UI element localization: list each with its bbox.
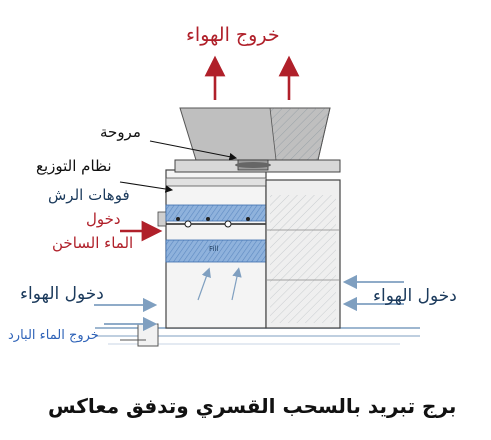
fan-label: مروحة bbox=[100, 123, 141, 141]
internal-air-arrows bbox=[197, 267, 242, 301]
cold-water-out-label: خروج الماء البارد bbox=[8, 328, 99, 343]
tower-body bbox=[157, 169, 267, 329]
tower-side-wall bbox=[265, 179, 341, 329]
distribution-system-label: نظام التوزيع bbox=[36, 157, 112, 175]
air-in-arrows-left bbox=[94, 297, 158, 332]
air-out-arrows bbox=[204, 55, 300, 100]
air-in-arrows-right bbox=[342, 274, 404, 312]
air-in-right-label: دخول الهواء bbox=[373, 286, 457, 306]
leader-lines bbox=[119, 140, 238, 193]
air-in-left-label: دخول الهواء bbox=[20, 284, 104, 304]
fan-stack bbox=[174, 107, 341, 173]
fill-label: Fill bbox=[209, 245, 219, 253]
hot-water-in-label-1: دخول bbox=[86, 210, 121, 228]
diagram-caption: برج تبريد بالسحب القسري وتدفق معاكس bbox=[48, 394, 457, 418]
air-out-label: خروج الهواء bbox=[186, 24, 280, 46]
hot-water-in-label-2: الماء الساخن bbox=[52, 234, 134, 252]
spray-nozzles-label: فوهات الرش bbox=[48, 186, 130, 204]
